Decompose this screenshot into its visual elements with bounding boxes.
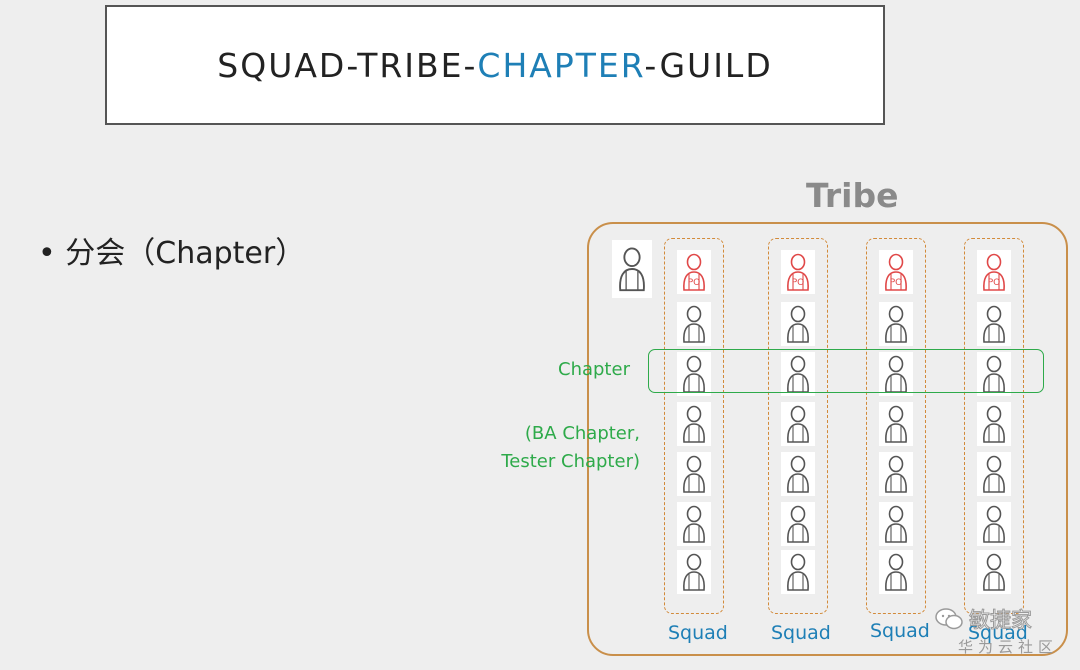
- svg-text:PO: PO: [792, 278, 805, 288]
- chapter-note: (BA Chapter, Tester Chapter): [490, 420, 640, 476]
- squad-label-1: Squad: [668, 622, 728, 644]
- person-icon: [977, 402, 1011, 446]
- person-icon: [677, 352, 711, 396]
- product-owner-icon: PO: [781, 250, 815, 294]
- squad-box-3: [866, 238, 926, 614]
- person-icon: [677, 502, 711, 546]
- svg-text:PO: PO: [988, 278, 1001, 288]
- person-icon: [879, 352, 913, 396]
- watermark-name: 敏捷家: [969, 608, 1033, 633]
- tribe-label: Tribe: [806, 176, 899, 215]
- person-icon: [977, 452, 1011, 496]
- product-owner-icon: PO: [879, 250, 913, 294]
- product-owner-icon: PO: [677, 250, 711, 294]
- chapter-note-line-1: (BA Chapter,: [524, 423, 640, 444]
- person-icon: [879, 550, 913, 594]
- title-box: SQUAD-TRIBE-CHAPTER-GUILD: [105, 5, 885, 125]
- bullet-item: • 分会（Chapter）: [38, 228, 305, 272]
- chapter-highlight: [648, 349, 1044, 393]
- person-icon: [677, 452, 711, 496]
- squad-box-1: [664, 238, 724, 614]
- person-icon: [781, 352, 815, 396]
- person-icon: [879, 502, 913, 546]
- tribe-container: [587, 222, 1068, 656]
- svg-text:PO: PO: [890, 278, 903, 288]
- person-icon: [879, 302, 913, 346]
- watermark: 敏捷家: [935, 604, 1033, 634]
- product-owner-icon: PO: [977, 250, 1011, 294]
- bullet-marker: •: [38, 236, 56, 271]
- bullet-text: 分会（Chapter）: [65, 236, 306, 271]
- person-icon: [781, 550, 815, 594]
- person-icon: [677, 302, 711, 346]
- slide-title: SQUAD-TRIBE-CHAPTER-GUILD: [217, 46, 772, 85]
- person-icon: [781, 502, 815, 546]
- squad-label-4: Squad: [968, 622, 1028, 644]
- chapter-label: Chapter: [558, 359, 630, 380]
- title-part-3: -GUILD: [644, 45, 773, 85]
- person-icon: [781, 402, 815, 446]
- squad-label-2: Squad: [771, 622, 831, 644]
- person-icon: [781, 302, 815, 346]
- person-icon: [677, 550, 711, 594]
- squad-box-2: [768, 238, 828, 614]
- person-icon: [677, 402, 711, 446]
- person-icon: [977, 550, 1011, 594]
- squad-box-4: [964, 238, 1024, 614]
- chat-bubble-icon: [935, 608, 963, 630]
- person-icon: [879, 402, 913, 446]
- chapter-note-line-2: Tester Chapter): [501, 451, 640, 472]
- tribe-lead-icon: [612, 240, 652, 298]
- title-part-1: SQUAD-TRIBE-: [217, 45, 478, 85]
- person-icon: [781, 452, 815, 496]
- title-accent: CHAPTER: [477, 45, 645, 85]
- svg-text:PO: PO: [688, 278, 701, 288]
- person-icon: [977, 302, 1011, 346]
- person-icon: [879, 452, 913, 496]
- squad-label-3: Squad: [870, 620, 930, 642]
- person-icon: [977, 502, 1011, 546]
- person-icon: [977, 352, 1011, 396]
- watermark-sub: 华为云社区: [958, 638, 1059, 656]
